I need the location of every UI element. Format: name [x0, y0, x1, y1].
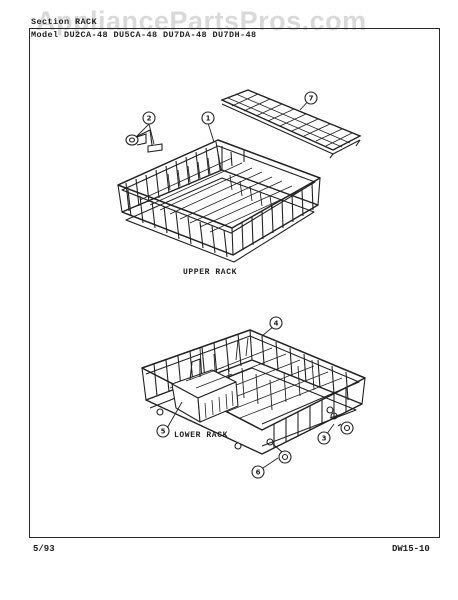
svg-text:4: 4: [274, 320, 279, 328]
diagram-frame: [29, 28, 440, 538]
part-7-drawing: [220, 89, 362, 159]
part-6-drawing: [266, 438, 292, 464]
upper-rack-drawing: [117, 139, 321, 263]
callout-6: 6: [251, 465, 265, 479]
model-list: Model DU2CA-48 DU5CA-48 DU7DA-48 DU7DH-4…: [31, 30, 257, 40]
footer-date: 5/93: [33, 544, 55, 554]
callout-5: 5: [156, 424, 170, 438]
callout-4: 4: [269, 316, 283, 330]
svg-text:7: 7: [309, 95, 314, 103]
callout-7: 7: [304, 91, 318, 105]
upper-rack-label: UPPER RACK: [183, 268, 238, 277]
svg-text:2: 2: [147, 115, 152, 123]
watermark: AppliancePartsPros.com: [36, 6, 367, 36]
svg-text:1: 1: [206, 115, 211, 123]
part-2-drawing: [125, 129, 163, 153]
footer-page-code: DW15-10: [392, 544, 430, 554]
leader-lines: [136, 97, 335, 471]
callout-3: 3: [317, 431, 331, 445]
lower-rack-label: LOWER RACK: [174, 431, 229, 440]
svg-text:3: 3: [322, 435, 327, 443]
part-5-drawing: [171, 358, 239, 423]
callout-1: 1: [201, 111, 215, 125]
svg-text:6: 6: [256, 469, 261, 477]
callout-2: 2: [142, 111, 156, 125]
svg-text:5: 5: [161, 428, 166, 436]
section-title: Section RACK: [31, 17, 98, 27]
part-3-drawing: [329, 412, 354, 435]
